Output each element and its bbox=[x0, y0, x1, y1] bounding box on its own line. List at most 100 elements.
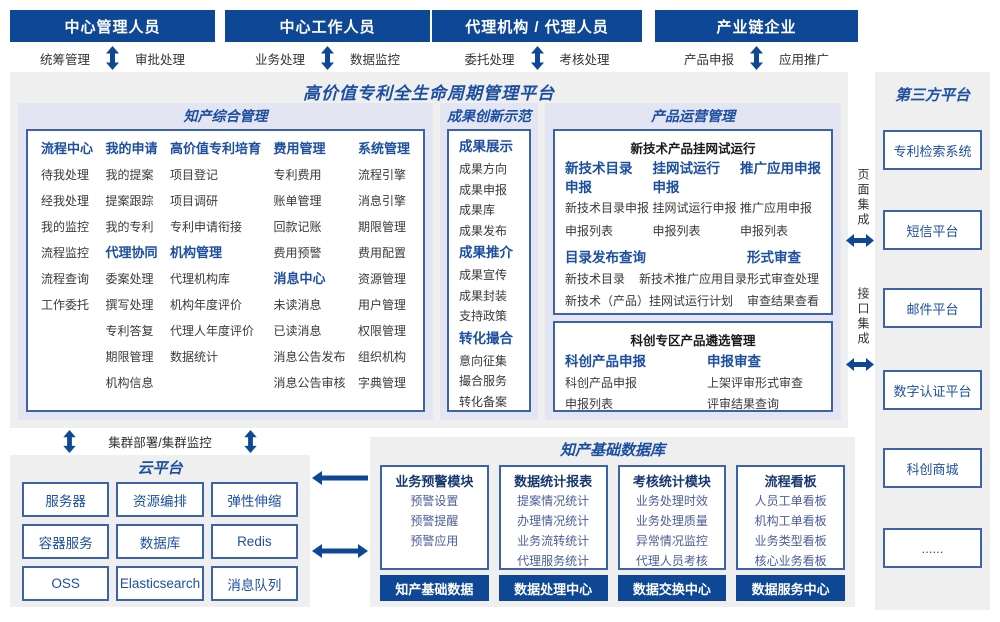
module-column: 我的申请 我的提案 提案跟踪 我的专利 代理协同 委案处理 撰写处理 专利答复 … bbox=[105, 136, 157, 405]
module-item: 成果封装 bbox=[459, 288, 508, 303]
up-down-arrow-icon bbox=[530, 46, 544, 70]
module-item: 业务流转统计 bbox=[517, 534, 590, 548]
cloud-service: 弹性伸缩 bbox=[210, 482, 298, 517]
left-right-arrow-icon bbox=[846, 234, 874, 247]
module-item: 机构信息 bbox=[105, 376, 154, 390]
group-header: 推广应用申报 bbox=[740, 161, 821, 176]
module-item: 已读消息 bbox=[273, 324, 322, 338]
up-down-arrow-icon bbox=[750, 46, 763, 70]
module-item: 挂网试运行申报 bbox=[652, 201, 737, 215]
module-item: 科创产品申报 bbox=[565, 376, 638, 390]
module-item: 上架评审形式审查 bbox=[707, 376, 804, 390]
module-item: 办理情况统计 bbox=[517, 514, 590, 528]
group-header: 流程看板 bbox=[764, 474, 817, 489]
third-party-title: 第三方平台 bbox=[894, 87, 970, 104]
db-module: 业务预警模块 预警设置 预警提醒 预警应用 知产基础数据 bbox=[380, 465, 489, 601]
module-item: 专利答复 bbox=[105, 324, 154, 338]
panel-ip-management: 知产综合管理 流程中心 待我处理 经我处理 我的监控 流程监控 流程查询 工作委… bbox=[18, 103, 433, 420]
cluster-label: 集群部署/集群监控 bbox=[108, 435, 212, 450]
group-header: 挂网试运行申报 bbox=[652, 161, 721, 195]
module-item: 代理机构库 bbox=[169, 272, 230, 286]
third-party-system: 邮件平台 bbox=[883, 288, 982, 328]
module-item: 费用配置 bbox=[357, 246, 406, 260]
module-column: 新技术目录申报 新技术目录申报 申报列表 bbox=[565, 159, 649, 243]
module-item: 撰写处理 bbox=[105, 298, 154, 312]
group-header: 新技术目录申报 bbox=[565, 161, 633, 195]
trial-lower-row: 目录发布查询 新技术目录新技术推广应用目录 新技术（产品）挂网试运行计划 形式审… bbox=[555, 243, 831, 312]
module-item: 流程监控 bbox=[41, 246, 90, 260]
module-item: 申报列表 bbox=[652, 224, 701, 238]
module-item: 业务处理时效 bbox=[635, 494, 708, 508]
module-item: 专利费用 bbox=[273, 168, 322, 182]
module-column: 费用管理 专利费用 账单管理 回款记账 费用预警 消息中心 未读消息 已读消息 … bbox=[273, 136, 345, 405]
module-item: 提案跟踪 bbox=[105, 194, 154, 208]
module-item: 经我处理 bbox=[41, 194, 90, 208]
formal-review-group: 形式审查 形式审查处理 审查结果查看 bbox=[747, 247, 819, 312]
third-party-system: 科创商城 bbox=[883, 448, 982, 488]
module-item: 成果申报 bbox=[459, 182, 508, 197]
module-item: 用户管理 bbox=[357, 298, 406, 312]
module-item: 账单管理 bbox=[273, 194, 322, 208]
up-down-arrow-icon bbox=[244, 429, 257, 453]
group-header: 形式审查 bbox=[747, 250, 801, 265]
module-item: 专利申请衔接 bbox=[169, 220, 242, 234]
module-item: 成果库 bbox=[459, 203, 496, 217]
module-item: 预警应用 bbox=[410, 534, 459, 548]
module-item: 机构年度评价 bbox=[169, 298, 242, 312]
selection-box: 科创专区产品遴选管理 科创产品申报 科创产品申报 申报列表 申报审查 上架评审形… bbox=[553, 321, 833, 412]
module-item: 人员工单看板 bbox=[754, 494, 827, 508]
group-header: 成果展示 bbox=[459, 139, 513, 154]
db-module: 流程看板 人员工单看板 机构工单看板 业务类型看板 核心业务看板 数据服务中心 bbox=[736, 465, 845, 601]
actor-roles-row: 业务处理 数据监控 bbox=[225, 44, 430, 72]
db-module: 数据统计报表 提案情况统计 办理情况统计 业务流转统计 代理服务统计 数据处理中… bbox=[498, 465, 608, 601]
module-item: 新技术目录 bbox=[565, 272, 626, 286]
module-item: 核心业务看板 bbox=[754, 554, 827, 568]
actor-roles-row: 产品申报 应用推广 bbox=[655, 44, 858, 72]
module-item: 异常情况监控 bbox=[635, 534, 708, 548]
module-column: 流程中心 待我处理 经我处理 我的监控 流程监控 流程查询 工作委托 bbox=[41, 136, 93, 405]
panel-title: 成果创新示范 bbox=[447, 108, 531, 124]
group-header: 业务预警模块 bbox=[395, 474, 474, 489]
module-column: 高价值专利培育 项目登记 项目调研 专利申请衔接 机构管理 代理机构库 机构年度… bbox=[170, 136, 261, 405]
group-header: 我的申请 bbox=[105, 141, 158, 156]
group-header: 数据统计报表 bbox=[514, 474, 593, 489]
role-label: 统筹管理 bbox=[39, 52, 90, 67]
cloud-service: Redis bbox=[210, 524, 298, 559]
page-integration-label: 页面集成 bbox=[856, 168, 870, 228]
module-item: 业务类型看板 bbox=[754, 534, 827, 548]
module-item: 评审结果查询 bbox=[707, 397, 780, 411]
third-party-system: 数字认证平台 bbox=[883, 370, 982, 410]
module-item: 提案情况统计 bbox=[517, 494, 590, 508]
cloud-service: Elasticsearch bbox=[116, 566, 204, 601]
role-label: 产品申报 bbox=[683, 52, 734, 67]
actor-header-enterprises: 产业链企业 bbox=[655, 10, 858, 42]
actor-header-center-managers: 中心管理人员 bbox=[10, 10, 215, 42]
module-item: 新技术目录申报 bbox=[565, 201, 650, 215]
cluster-row: 集群部署/集群监控 bbox=[10, 428, 310, 454]
db-module-box: 考核统计模块 业务处理时效 业务处理质量 异常情况监控 代理人员考核 bbox=[617, 465, 727, 570]
up-down-arrow-icon bbox=[106, 46, 119, 70]
platform-container: 高价值专利全生命周期管理平台 知产综合管理 流程中心 待我处理 经我处理 我的监… bbox=[10, 72, 848, 428]
module-item: 消息公告审核 bbox=[273, 376, 346, 390]
module-item: 代理人年度评价 bbox=[169, 324, 254, 338]
role-label: 数据监控 bbox=[350, 52, 401, 67]
cloud-grid: 服务器 资源编排 弹性伸缩 容器服务 数据库 Redis OSS Elastic… bbox=[10, 481, 310, 601]
module-item: 我的监控 bbox=[41, 220, 90, 234]
actor-header-agencies: 代理机构 / 代理人员 bbox=[432, 10, 642, 42]
module-item: 申报列表 bbox=[565, 397, 614, 411]
db-center-badge: 数据处理中心 bbox=[498, 575, 608, 601]
sub-box-title: 新技术产品挂网试运行 bbox=[630, 142, 756, 156]
module-item: 委案处理 bbox=[105, 272, 154, 286]
module-item: 审查结果查看 bbox=[747, 294, 820, 308]
module-item: 业务处理质量 bbox=[635, 514, 708, 528]
actor-roles-row: 统筹管理 审批处理 bbox=[10, 44, 215, 72]
module-item: 推广应用申报 bbox=[740, 201, 813, 215]
module-item: 消息引擎 bbox=[357, 194, 406, 208]
actor-header-center-staff: 中心工作人员 bbox=[225, 10, 430, 42]
module-item: 工作委托 bbox=[41, 298, 90, 312]
left-arrow-icon bbox=[312, 471, 368, 485]
cloud-service: 容器服务 bbox=[22, 524, 110, 559]
third-party-system: ...... bbox=[883, 528, 982, 568]
achievement-box: 成果展示 成果方向 成果申报 成果库 成果发布 成果推介 成果宣传 成果封装 支… bbox=[447, 129, 531, 412]
